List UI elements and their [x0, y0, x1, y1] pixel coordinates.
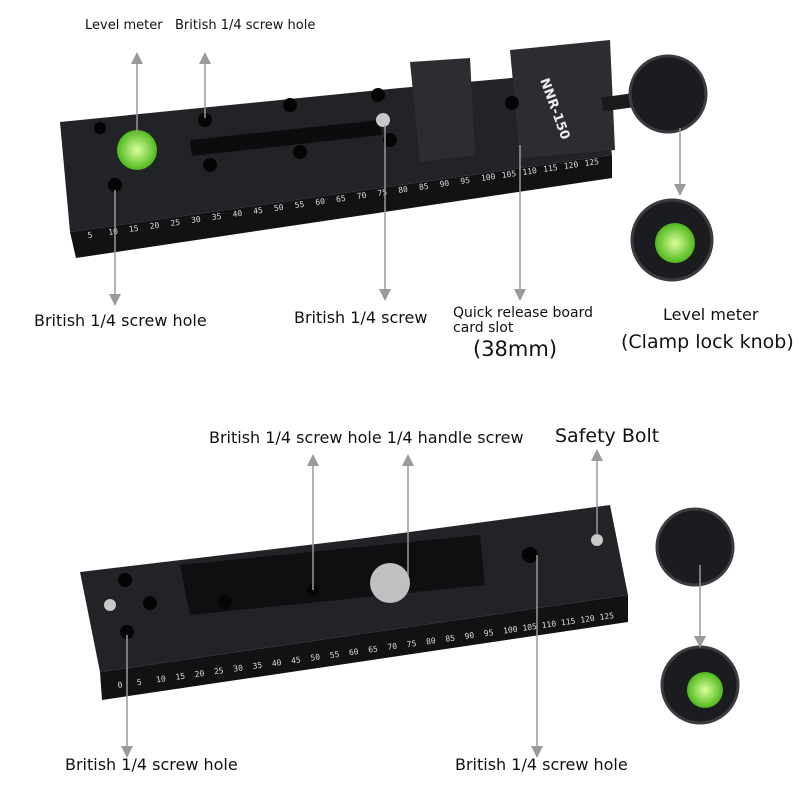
bottom-rail-side [100, 595, 628, 700]
scale-label: 70 [387, 642, 398, 652]
scale-label: 20 [194, 669, 205, 679]
scale-label: 10 [108, 227, 119, 237]
scale-label: 120 [563, 160, 579, 171]
scale-label: 80 [426, 636, 437, 646]
scale-label: 55 [329, 650, 340, 660]
scale-label: 15 [175, 672, 186, 682]
scale-label: 5 [136, 678, 142, 688]
callout-arrows [109, 52, 706, 758]
label-knob-line2: (Clamp lock knob) [621, 331, 794, 353]
screw [104, 599, 116, 611]
scale-label: 60 [348, 647, 359, 657]
screw-hole [218, 595, 232, 609]
scale-label: 70 [356, 191, 367, 201]
top-slot [190, 120, 382, 156]
scale-label: 30 [191, 215, 202, 225]
scale-label: 125 [584, 157, 600, 168]
label-safety-bolt: Safety Bolt [555, 425, 660, 447]
screw-hole [293, 145, 307, 159]
scale-label: 15 [128, 224, 139, 234]
label-level-meter: Level meter [85, 18, 163, 33]
scale-label: 65 [368, 644, 379, 654]
screw-hole [522, 547, 538, 563]
top-clamp-right [510, 40, 615, 158]
bottom-rail [80, 505, 740, 725]
screw-hole [120, 625, 134, 639]
screw-hole [383, 133, 397, 147]
scale-label: 120 [580, 614, 596, 625]
scale-label: 105 [501, 169, 517, 180]
scale-label: 125 [599, 611, 615, 622]
scale-label: 45 [253, 206, 264, 216]
top-clamp-left [410, 58, 475, 162]
scale-label: 95 [483, 628, 494, 638]
scale-label: 35 [211, 212, 222, 222]
level-bubble [117, 130, 157, 170]
clamp-knob [655, 507, 735, 587]
clamp-knob [628, 54, 708, 134]
scale-label: 55 [294, 200, 305, 210]
label-screw-hole-left: British 1/4 screw hole [34, 311, 207, 330]
scale-label: 30 [233, 663, 244, 673]
scale-label: 45 [291, 655, 302, 665]
label-knob-line1: Level meter [663, 305, 759, 324]
label-screw-hole-bottom-left: British 1/4 screw hole [65, 755, 238, 774]
scale-label: 75 [377, 188, 388, 198]
screw-hole [94, 122, 106, 134]
scale-label: 40 [232, 209, 243, 219]
scale-label: 50 [310, 653, 321, 663]
safety-bolt [591, 534, 603, 546]
scale-label: 40 [271, 658, 282, 668]
knob-level-bubble [655, 223, 695, 263]
screw-hole [203, 158, 217, 172]
scale-label: 20 [149, 221, 160, 231]
scale-label: 90 [464, 631, 475, 641]
scale-label: 110 [522, 166, 538, 177]
screw-hole [505, 96, 519, 110]
scale-label: 105 [522, 622, 538, 633]
scale-label: 5 [87, 230, 93, 240]
scale-label: 85 [445, 633, 456, 643]
top-rail-side [70, 155, 612, 258]
scale-label: 100 [503, 625, 519, 636]
scale-label: 100 [480, 172, 496, 183]
top-rail: NNR-150 [60, 40, 714, 282]
screw-hole [118, 573, 132, 587]
scale-label: 25 [170, 218, 181, 228]
label-screw-hole-top: British 1/4 screw hole [175, 18, 316, 33]
scale-label: 60 [315, 197, 326, 207]
label-screw-hole-bottom-right: British 1/4 screw hole [455, 755, 628, 774]
scale-label: 110 [541, 619, 557, 630]
scale-label: 75 [406, 639, 417, 649]
screw-hole [283, 98, 297, 112]
label-slot-size: (38mm) [473, 337, 558, 361]
scale-label: 90 [439, 179, 450, 189]
scale-label: 0 [117, 680, 123, 690]
scale-label: 85 [418, 182, 429, 192]
label-slot-line2: card slot [453, 320, 514, 336]
top-scale: 5 10 15 20 25 30 35 40 45 50 55 60 65 70 75 80 85 90 95 100… [87, 157, 600, 240]
label-slot-line1: Quick release board [453, 305, 593, 321]
top-rail-face [60, 70, 612, 232]
scale-label: 25 [213, 666, 224, 676]
handle-screw [370, 563, 410, 603]
scale-label: 10 [156, 674, 167, 684]
scale-label: 95 [460, 176, 471, 186]
screw-hole [198, 113, 212, 127]
scale-label: 115 [560, 616, 576, 627]
screw-hole [371, 88, 385, 102]
scale-label: 80 [398, 185, 409, 195]
screw [376, 113, 390, 127]
screw-hole [108, 178, 122, 192]
bottom-scale: 0 5 10 15 20 25 30 35 40 45 50 55 60 65 70 75 80 85 90 95 10… [117, 611, 615, 690]
screw-hole [143, 596, 157, 610]
scale-label: 65 [336, 194, 347, 204]
scale-label: 50 [273, 203, 284, 213]
scale-label: 35 [252, 661, 263, 671]
knob-level-bubble [687, 672, 723, 708]
label-screw-hole-handle: British 1/4 screw hole 1/4 handle screw [209, 428, 524, 447]
label-screw: British 1/4 screw [294, 308, 428, 327]
scale-label: 115 [543, 163, 559, 174]
